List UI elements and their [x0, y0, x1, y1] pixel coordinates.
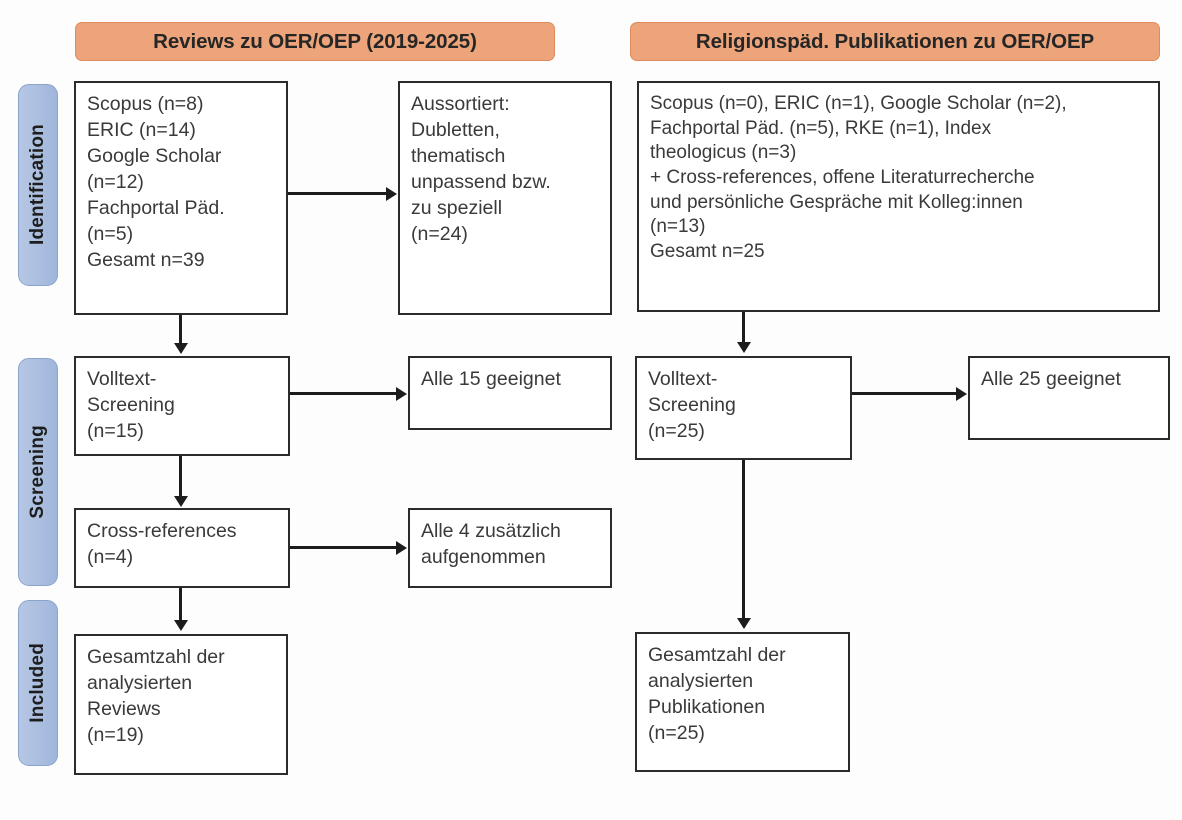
stage-label-screening: Screening: [27, 425, 48, 519]
arrowhead-right-identification-to-screening: [736, 342, 751, 353]
connector-left-screening-to-result: [290, 392, 398, 395]
arrowhead-left-screening-to-result: [396, 386, 407, 401]
arrowhead-left-identification-to-excluded: [386, 186, 397, 201]
arrowhead-left-screening-to-crossrefs: [173, 496, 188, 507]
box-left-fulltext-screening: Volltext- Screening (n=15): [74, 356, 290, 456]
stage-label-identification: Identification: [27, 124, 48, 246]
box-left-identification: Scopus (n=8) ERIC (n=14) Google Scholar …: [74, 81, 288, 315]
connector-left-crossrefs-to-result: [290, 546, 398, 549]
connector-left-crossrefs-to-included: [179, 588, 182, 622]
box-right-identification: Scopus (n=0), ERIC (n=1), Google Scholar…: [637, 81, 1160, 312]
stage-pill-identification: Identification: [18, 84, 58, 286]
box-left-excluded: Aussortiert: Dubletten, thematisch unpas…: [398, 81, 612, 315]
arrowhead-right-screening-to-included: [736, 618, 751, 629]
arrowhead-left-crossrefs-to-included: [173, 620, 188, 631]
box-left-screening-result: Alle 15 geeignet: [408, 356, 612, 430]
arrowhead-left-crossrefs-to-result: [396, 540, 407, 555]
column-header-religionspaed: Religionspäd. Publikationen zu OER/OEP: [630, 22, 1160, 61]
connector-right-screening-to-result: [852, 392, 958, 395]
connector-left-screening-to-crossrefs: [179, 456, 182, 498]
arrowhead-left-identification-to-screening: [173, 343, 188, 354]
connector-right-screening-to-included: [742, 460, 745, 620]
connector-left-identification-to-screening: [179, 315, 182, 345]
stage-pill-included: Included: [18, 600, 58, 766]
stage-pill-screening: Screening: [18, 358, 58, 586]
connector-right-identification-to-screening: [742, 312, 745, 344]
column-header-reviews: Reviews zu OER/OEP (2019-2025): [75, 22, 555, 61]
box-right-fulltext-screening: Volltext- Screening (n=25): [635, 356, 852, 460]
box-right-included: Gesamtzahl der analysierten Publikatione…: [635, 632, 850, 772]
box-left-crossreferences: Cross-references (n=4): [74, 508, 290, 588]
arrowhead-right-screening-to-result: [956, 386, 967, 401]
stage-label-included: Included: [27, 643, 48, 723]
box-left-included: Gesamtzahl der analysierten Reviews (n=1…: [74, 634, 288, 775]
box-left-crossreferences-result: Alle 4 zusätzlich aufgenommen: [408, 508, 612, 588]
connector-left-identification-to-excluded: [288, 192, 388, 195]
box-right-screening-result: Alle 25 geeignet: [968, 356, 1170, 440]
